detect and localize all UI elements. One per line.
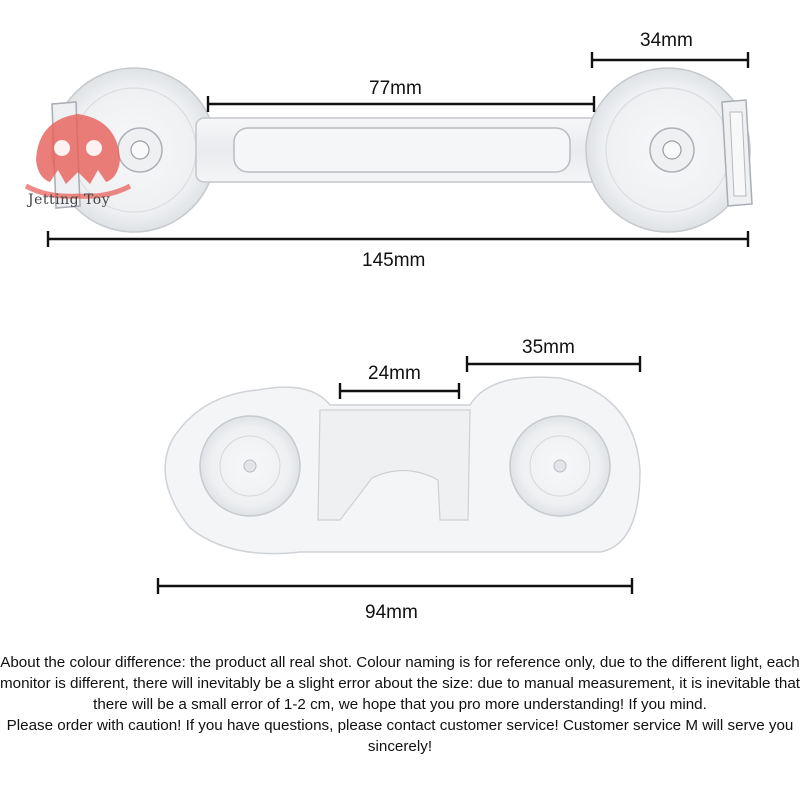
long-strap-lock: [51, 67, 753, 233]
top-dimension-lines: [46, 52, 750, 247]
label-34mm: 34mm: [640, 30, 693, 51]
bottom-dimension-lines: [156, 356, 642, 594]
label-24mm: 24mm: [368, 363, 421, 384]
disclaimer: About the colour difference: the product…: [0, 652, 800, 757]
label-35mm: 35mm: [522, 337, 575, 358]
disclaimer-paragraph-1: About the colour difference: the product…: [0, 654, 800, 713]
short-corner-lock: [164, 376, 641, 555]
label-145mm: 145mm: [362, 250, 426, 271]
brand-logo-icon: [24, 114, 132, 199]
disclaimer-paragraph-2: Please order with caution! If you have q…: [6, 717, 794, 755]
label-77mm: 77mm: [369, 78, 422, 99]
watermark-text: Jetting Toy: [28, 192, 111, 208]
label-94mm: 94mm: [365, 602, 418, 623]
